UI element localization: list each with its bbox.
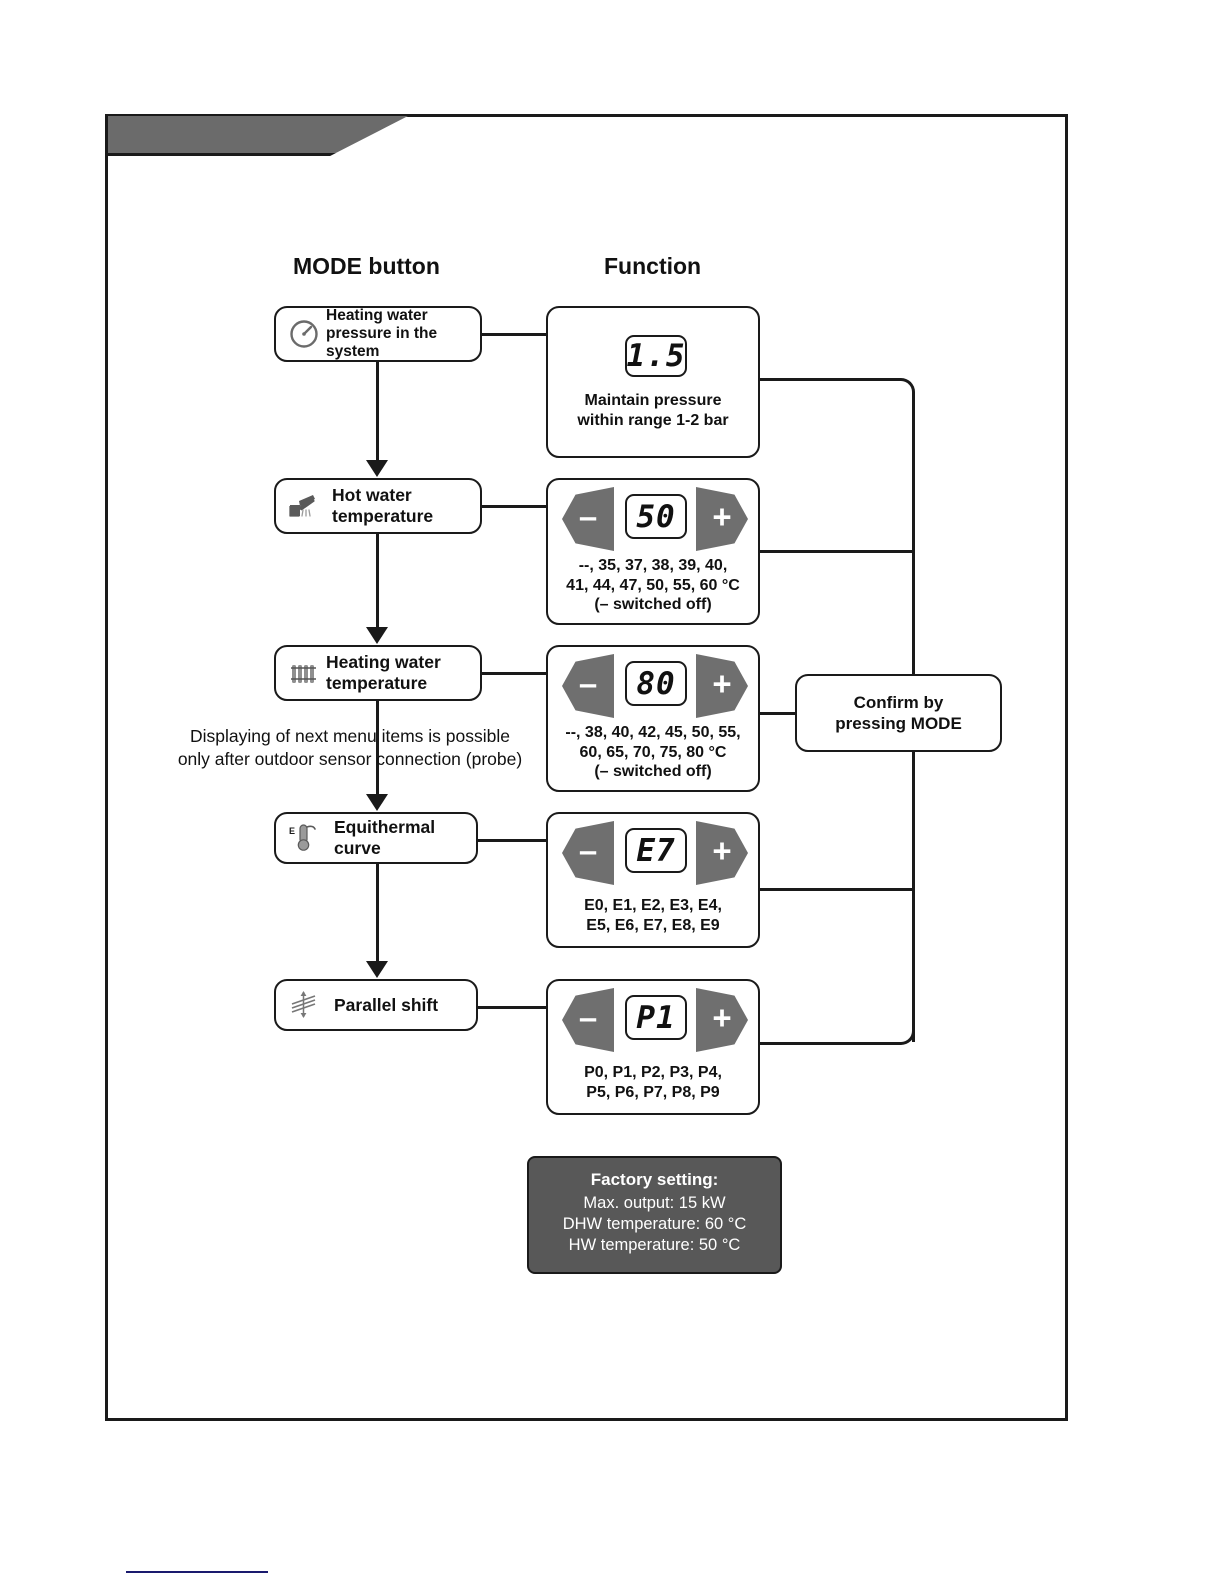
function-box-parallel-shift: – P1 + P0, P1, P2, P3, P4, P5, P6, P7, P… xyxy=(546,979,760,1115)
svg-text:E: E xyxy=(289,826,295,836)
seven-segment-display: P1 xyxy=(625,995,687,1040)
bus-line-lower xyxy=(912,752,915,1042)
link-line-2 xyxy=(482,505,546,508)
menu-item-equithermal-curve[interactable]: E Equithermal curve xyxy=(274,812,478,864)
link-line-4 xyxy=(478,839,546,842)
bus-elbow-bottom xyxy=(760,1000,915,1045)
column-heading-mode-button: MODE button xyxy=(293,253,440,279)
faucet-icon xyxy=(286,488,322,524)
link-line-1 xyxy=(482,333,546,336)
factory-setting-box: Factory setting: Max. output: 15 kW DHW … xyxy=(527,1156,782,1274)
flow-arrow-3 xyxy=(366,794,388,811)
plus-label: + xyxy=(712,999,732,1036)
function-caption: Maintain pressure within range 1-2 bar xyxy=(577,392,729,429)
link-line-5 xyxy=(478,1006,546,1009)
minus-label: – xyxy=(578,999,598,1036)
flow-connector-2 xyxy=(376,534,379,629)
menu-item-label: Hot water temperature xyxy=(332,485,434,526)
plus-label: + xyxy=(712,498,732,535)
seven-segment-display: E7 xyxy=(625,828,687,873)
confirm-text: Confirm by pressing MODE xyxy=(835,692,962,733)
function-box-heating-water: – 80 + --, 38, 40, 42, 45, 50, 55, 60, 6… xyxy=(546,645,760,792)
minus-label: – xyxy=(578,498,598,535)
function-caption: --, 38, 40, 42, 45, 50, 55, 60, 65, 70, … xyxy=(565,724,741,781)
minus-label: – xyxy=(578,832,598,869)
menu-item-label: Parallel shift xyxy=(334,994,439,1015)
bus-line-upper xyxy=(912,408,915,674)
plus-button[interactable]: + xyxy=(696,654,748,718)
seven-segment-display: 50 xyxy=(625,494,687,539)
minus-button[interactable]: – xyxy=(562,487,614,551)
menu-item-heating-water-temperature[interactable]: Heating water temperature xyxy=(274,645,482,701)
function-caption: E0, E1, E2, E3, E4, E5, E6, E7, E8, E9 xyxy=(584,897,722,934)
bus-spur-hot-water xyxy=(760,550,915,553)
function-box-pressure: 1.5 Maintain pressure within range 1-2 b… xyxy=(546,306,760,458)
pressure-gauge-icon xyxy=(286,316,322,352)
confirm-box: Confirm by pressing MODE xyxy=(795,674,1002,752)
thermometer-e-icon: E xyxy=(286,820,322,856)
minus-button[interactable]: – xyxy=(562,821,614,885)
flow-connector-1 xyxy=(376,362,379,462)
parallel-shift-icon xyxy=(286,987,322,1023)
bottom-blue-rule xyxy=(126,1571,268,1573)
menu-item-heating-water-pressure[interactable]: Heating water pressure in the system xyxy=(274,306,482,362)
minus-button[interactable]: – xyxy=(562,654,614,718)
factory-setting-values: Max. output: 15 kW DHW temperature: 60 °… xyxy=(562,1193,747,1254)
plus-button[interactable]: + xyxy=(696,487,748,551)
menu-item-parallel-shift[interactable]: Parallel shift xyxy=(274,979,478,1031)
flow-arrow-1 xyxy=(366,460,388,477)
factory-setting-title: Factory setting: xyxy=(590,1170,719,1189)
minus-label: – xyxy=(578,665,598,702)
seven-segment-display: 1.5 xyxy=(625,335,687,377)
flow-connector-3 xyxy=(376,701,379,796)
menu-item-label: Equithermal curve xyxy=(334,817,436,858)
plus-label: + xyxy=(712,832,732,869)
plus-label: + xyxy=(712,665,732,702)
bus-elbow-top xyxy=(760,378,915,438)
function-box-hot-water: – 50 + --, 35, 37, 38, 39, 40, 41, 44, 4… xyxy=(546,478,760,625)
flow-arrow-4 xyxy=(366,961,388,978)
flow-connector-4 xyxy=(376,864,379,962)
page-border xyxy=(105,114,1068,1421)
plus-button[interactable]: + xyxy=(696,988,748,1052)
function-caption: P0, P1, P2, P3, P4, P5, P6, P7, P8, P9 xyxy=(584,1064,722,1101)
menu-item-label: Heating water temperature xyxy=(326,652,441,693)
link-line-3 xyxy=(482,672,546,675)
column-heading-function: Function xyxy=(604,253,702,279)
plus-button[interactable]: + xyxy=(696,821,748,885)
function-box-equithermal: – E7 + E0, E1, E2, E3, E4, E5, E6, E7, E… xyxy=(546,812,760,948)
minus-button[interactable]: – xyxy=(562,988,614,1052)
seven-segment-display: 80 xyxy=(625,661,687,706)
confirm-input-line xyxy=(760,712,798,715)
outdoor-sensor-note: Displaying of next menu items is possibl… xyxy=(177,726,523,769)
menu-item-label: Heating water pressure in the system xyxy=(326,306,438,361)
function-caption: --, 35, 37, 38, 39, 40, 41, 44, 47, 50, … xyxy=(566,557,740,614)
radiator-icon xyxy=(286,655,322,691)
flow-arrow-2 xyxy=(366,627,388,644)
bus-spur-equithermal xyxy=(760,888,915,891)
menu-item-hot-water-temperature[interactable]: Hot water temperature xyxy=(274,478,482,534)
